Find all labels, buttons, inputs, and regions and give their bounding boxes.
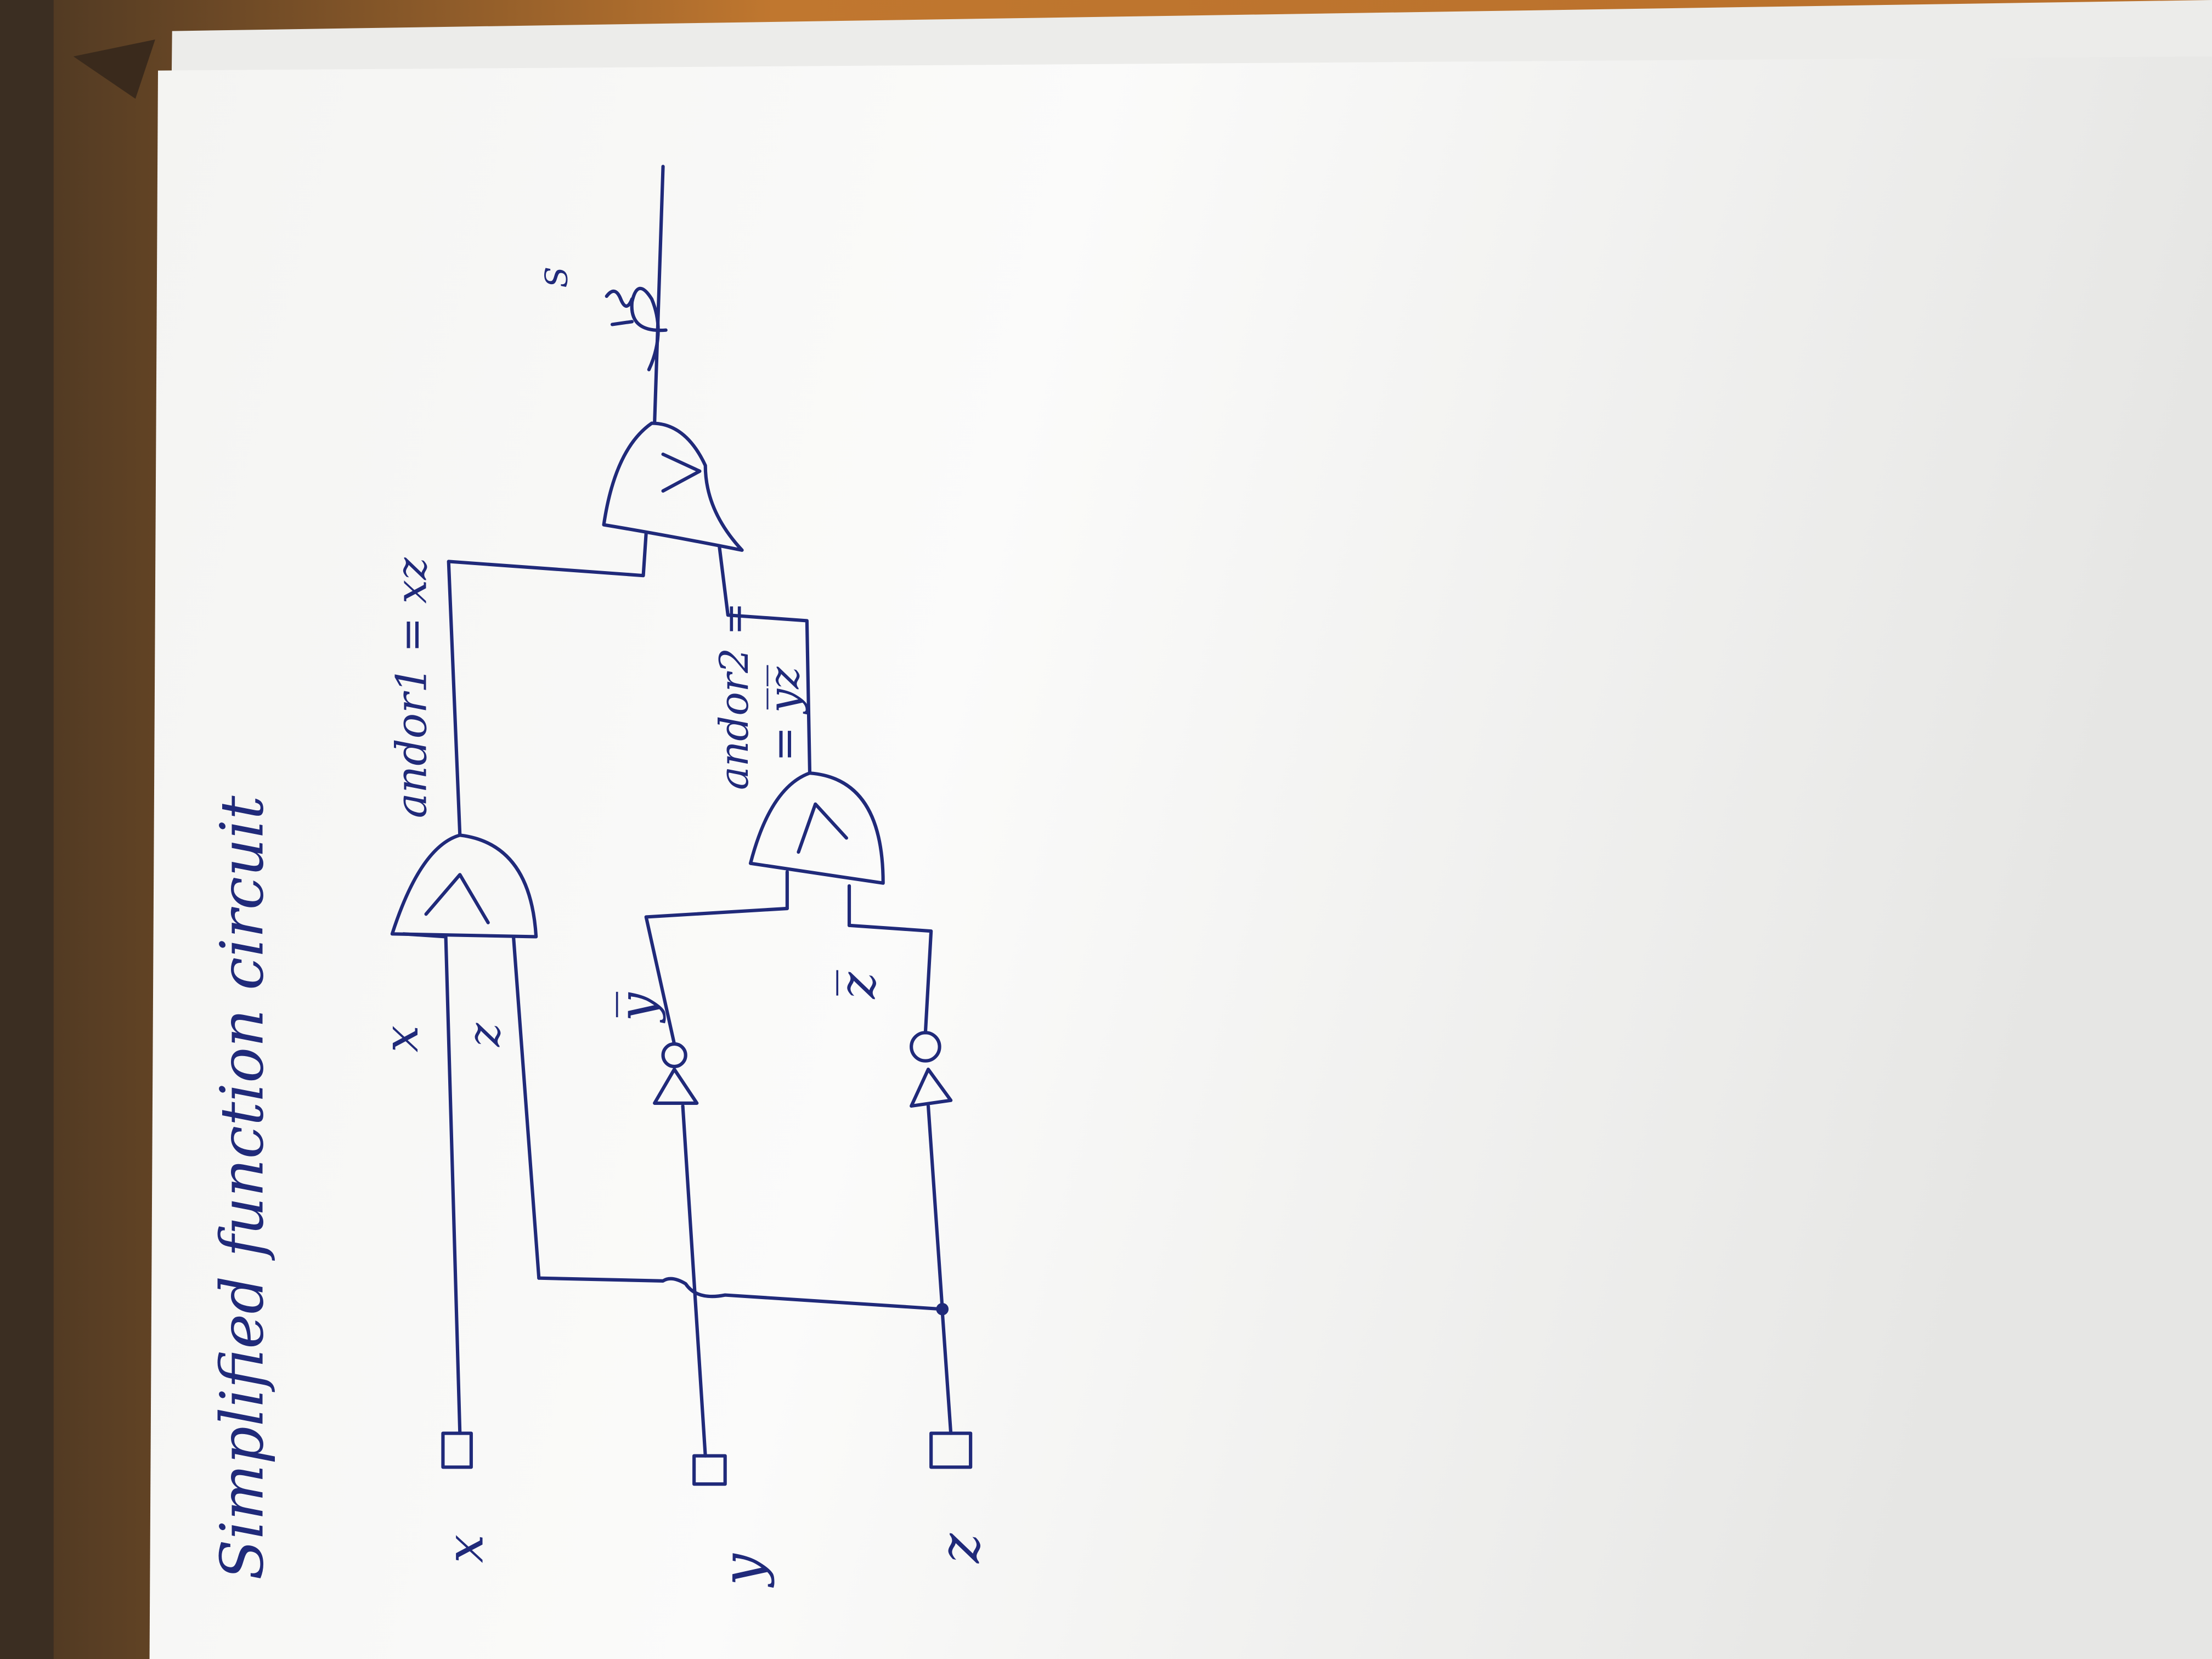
wire-not-z-out xyxy=(847,923,933,1035)
diagram-title: Simplified function circuit xyxy=(208,795,276,1580)
desk-corner-tip xyxy=(73,40,155,99)
diagram-text-layer: Simplified function circuit x y z x z y̅… xyxy=(208,267,992,1588)
and-gate-1-symbol xyxy=(424,873,490,924)
and-gate-2-output-label-line1: andor2 = xyxy=(711,602,757,790)
wire-and2-out xyxy=(718,545,812,775)
wire-label-not-y: y̅ xyxy=(607,992,667,1024)
output-f-overbar xyxy=(610,320,634,326)
circuit-diagram xyxy=(390,165,973,1486)
or-gate xyxy=(602,421,744,552)
wire-label-z: z xyxy=(458,1023,510,1047)
or-gate-output-superscript: S xyxy=(539,267,575,288)
and-gate-2 xyxy=(748,771,885,885)
input-terminal-y xyxy=(692,1454,727,1486)
input-label-z: z xyxy=(928,1533,993,1564)
not-gate-y xyxy=(653,1068,699,1105)
input-terminal-x xyxy=(441,1431,473,1469)
wire-z-to-and1 xyxy=(511,935,541,1280)
output-f-symbol xyxy=(630,286,668,371)
output-f-subscript xyxy=(605,289,634,308)
wire-label-x: x xyxy=(373,1025,429,1052)
and-gate-2-output-label-line2: = y̅z̅ xyxy=(759,665,809,761)
input-label-y: y xyxy=(710,1553,776,1588)
input-label-x: x xyxy=(435,1534,494,1563)
wire-z-to-not xyxy=(926,1104,944,1311)
wire-not-y-out xyxy=(644,906,789,1046)
wire-or-out xyxy=(653,165,665,425)
wire-y-input xyxy=(681,1104,707,1458)
wire-and1-out xyxy=(447,531,648,837)
and-gate-2-symbol xyxy=(797,802,848,854)
or-gate-symbol xyxy=(661,452,702,493)
wire-z-input xyxy=(940,1310,953,1435)
desk-dark-edge xyxy=(0,0,54,1659)
not-gate-z xyxy=(910,1068,953,1108)
and-gate-1-output-label: andor1 = xz xyxy=(387,557,437,819)
wire-z-bus xyxy=(537,1276,944,1311)
wire-label-not-z: z̅ xyxy=(827,970,887,999)
